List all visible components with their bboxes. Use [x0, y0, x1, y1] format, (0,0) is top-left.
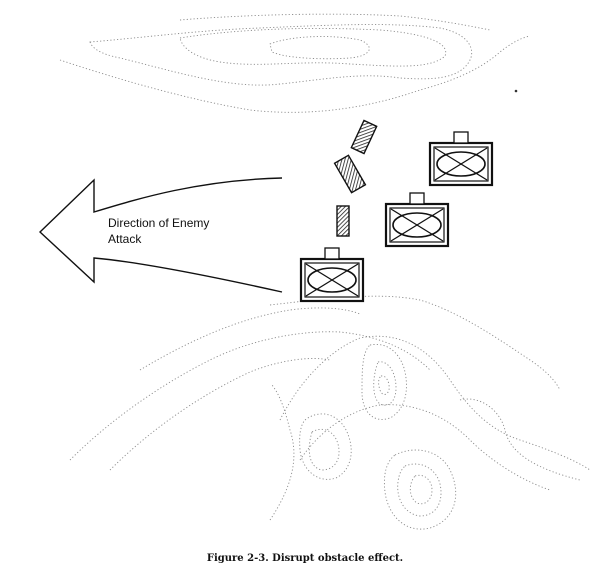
hatched-obstacle-icon [336, 205, 350, 237]
enemy-attack-arrow [38, 177, 283, 293]
south-terrain-contours [69, 295, 591, 530]
armor-unit-icon [428, 130, 494, 187]
map-dot [514, 89, 518, 93]
figure-caption: Figure 2-3. Disrupt obstacle effect. [206, 553, 404, 564]
arrow-label-line-2: Attack [108, 232, 142, 246]
arrow-label: Direction of Enemy Attack [108, 215, 209, 247]
arrow-label-line-1: Direction of Enemy [108, 216, 210, 230]
armor-unit-icon [384, 191, 450, 248]
armor-unit-icon [299, 246, 365, 303]
north-terrain-contours [59, 13, 531, 113]
unit-group [299, 130, 494, 303]
hatched-obstacle-icon [350, 119, 378, 155]
obstacle-group [333, 119, 378, 237]
hatched-obstacle-icon [333, 154, 367, 194]
